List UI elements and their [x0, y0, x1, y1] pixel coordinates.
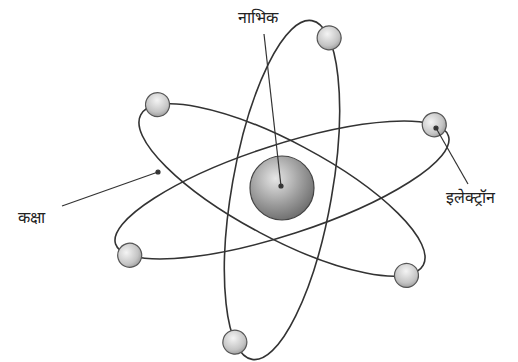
leader-line — [62, 172, 158, 206]
nucleus — [250, 156, 314, 220]
leader-line — [436, 128, 468, 184]
leader-dot — [156, 170, 160, 174]
electron — [221, 328, 249, 356]
leader-dot — [434, 126, 438, 130]
orbit — [203, 12, 361, 362]
electron — [419, 110, 449, 140]
electron — [115, 240, 145, 270]
orbit — [102, 93, 463, 287]
part-label: कक्षा — [18, 208, 45, 227]
electron — [141, 88, 173, 120]
electron — [315, 24, 343, 52]
leader-line — [264, 34, 281, 186]
part-label: नाभिक — [238, 8, 278, 27]
electron — [390, 259, 422, 291]
part-label: इलेक्ट्रॉन — [446, 188, 495, 207]
leader-dot — [279, 184, 283, 188]
